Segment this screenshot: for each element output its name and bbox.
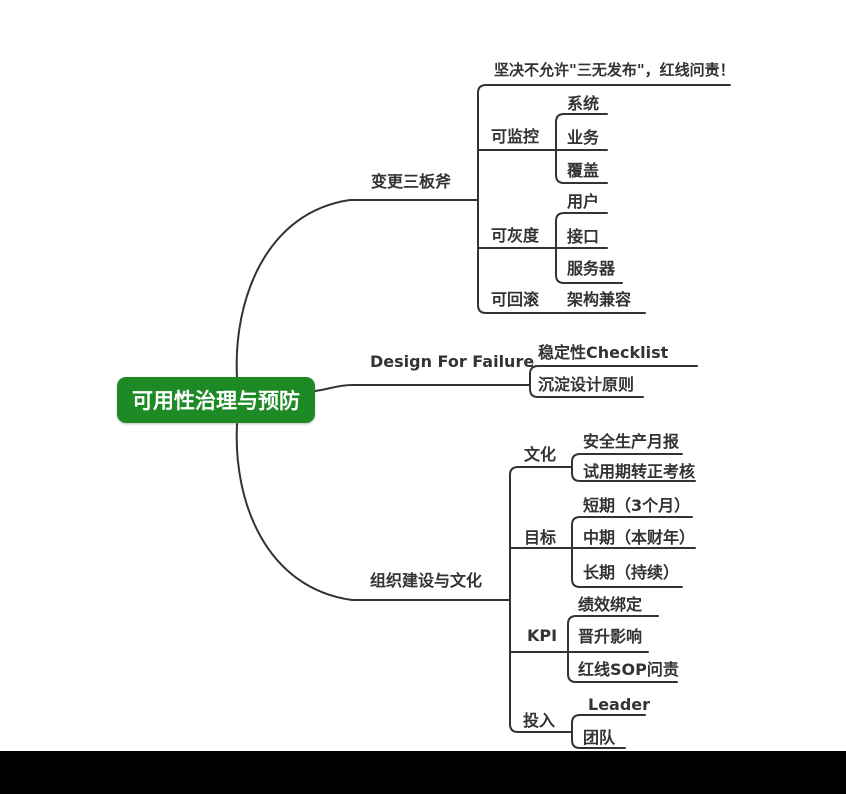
branch3-culture-subtrunk: [571, 453, 696, 482]
branch3-kpi-subtrunk: [567, 615, 678, 683]
topic-short-term[interactable]: 短期（3个月）: [583, 496, 691, 515]
branch3-trunk: [509, 466, 573, 733]
topic-design-for-failure[interactable]: Design For Failure: [370, 352, 535, 371]
root-to-branch3-curve: [235, 423, 353, 601]
topic-long-term[interactable]: 长期（持续）: [583, 563, 680, 582]
branch3-goals-subtrunk: [571, 516, 693, 588]
topic-mid-term[interactable]: 中期（本财年）: [583, 528, 696, 547]
topic-users[interactable]: 用户: [567, 192, 600, 211]
topic-monitorable[interactable]: 可监控: [491, 127, 540, 146]
topic-system[interactable]: 系统: [567, 94, 600, 113]
topic-interfaces[interactable]: 接口: [567, 227, 600, 246]
root-to-branch1-curve: [235, 199, 351, 378]
topic-org-culture[interactable]: 组织建设与文化: [370, 571, 483, 590]
topic-design-principles[interactable]: 沉淀设计原则: [538, 375, 635, 394]
branch2-subtrunk: [529, 365, 698, 398]
topic-redline-sop[interactable]: 红线SOP问责: [578, 660, 679, 679]
topic-no-release-note[interactable]: 坚决不允许"三无发布"，红线问责！: [494, 61, 735, 79]
topic-grayable[interactable]: 可灰度: [491, 226, 540, 245]
topic-goals[interactable]: 目标: [524, 528, 557, 547]
topic-team[interactable]: 团队: [583, 728, 616, 747]
topic-culture[interactable]: 文化: [524, 445, 557, 464]
topic-arch-compat[interactable]: 架构兼容: [567, 290, 632, 309]
topic-coverage[interactable]: 覆盖: [567, 161, 600, 180]
root-topic[interactable]: 可用性治理与预防: [117, 377, 315, 423]
letterbox-bar: [0, 751, 846, 794]
topic-rollbackable[interactable]: 可回滚: [491, 290, 540, 309]
topic-business[interactable]: 业务: [567, 128, 600, 147]
topic-perf-binding[interactable]: 绩效绑定: [578, 595, 643, 614]
branch1-grayable-subtrunk: [555, 212, 623, 284]
topic-change-three-axes[interactable]: 变更三板斧: [371, 172, 452, 191]
topic-monthly-report[interactable]: 安全生产月报: [583, 432, 680, 451]
branch1-monitorable-subtrunk: [555, 113, 608, 184]
branch1-trunk: [477, 84, 731, 314]
root-to-branch2-curve: [314, 384, 353, 392]
topic-leader[interactable]: Leader: [588, 695, 651, 714]
topic-stability-checklist[interactable]: 稳定性Checklist: [538, 343, 669, 362]
topic-promotion-impact[interactable]: 晋升影响: [578, 627, 643, 646]
topic-probation-review[interactable]: 试用期转正考核: [583, 462, 696, 481]
topic-kpi[interactable]: KPI: [527, 626, 558, 645]
topic-servers[interactable]: 服务器: [567, 259, 616, 278]
topic-investment[interactable]: 投入: [523, 711, 556, 730]
branch3-investment-subtrunk: [571, 714, 646, 749]
